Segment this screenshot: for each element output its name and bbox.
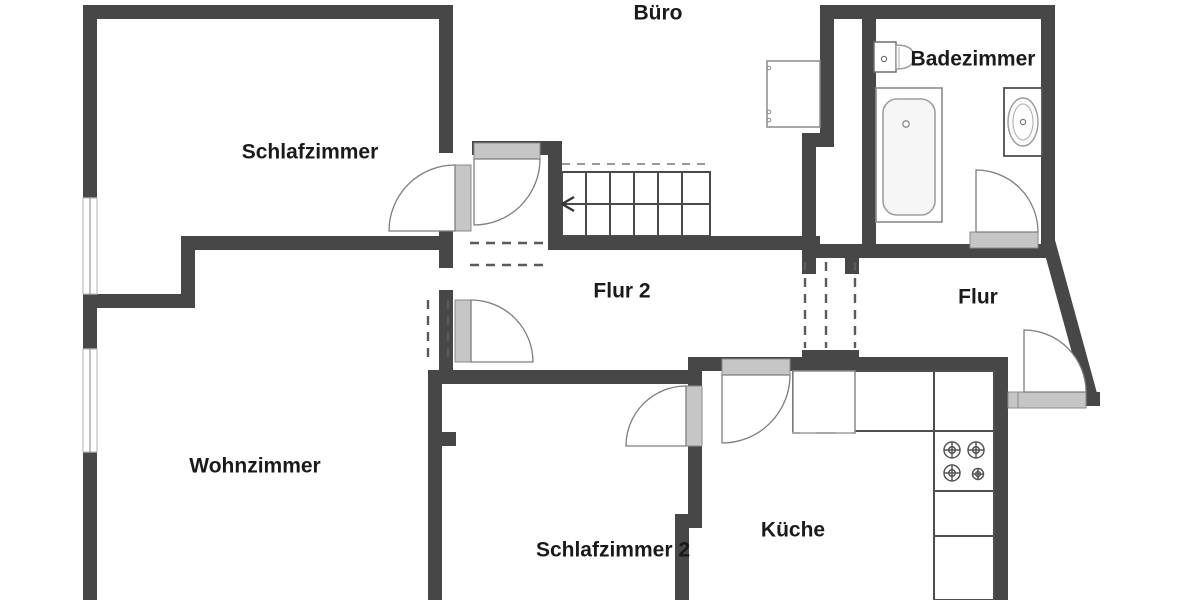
doors-group xyxy=(388,142,1087,447)
bathtub-icon xyxy=(875,87,943,223)
room-label-kueche: Küche xyxy=(761,519,825,542)
wall-diagonal-flur xyxy=(1041,240,1100,404)
stove-icon xyxy=(933,430,995,492)
wall-flur2-top xyxy=(548,236,820,250)
staircase xyxy=(561,163,711,237)
door-badezimmer[interactable] xyxy=(969,169,1039,249)
wall-flur2-bottom-left xyxy=(428,370,702,384)
window-left-lower xyxy=(82,348,98,453)
wall-badezimmer-innerleft xyxy=(862,19,876,247)
wall-vertical-schlaf-lower2 xyxy=(439,290,453,370)
wall-flur2-top-left xyxy=(548,141,562,250)
wall-notch-bottom xyxy=(428,432,456,446)
door-kueche-flur[interactable] xyxy=(1007,391,1019,409)
wall-badezimmer-left-lower2 xyxy=(802,133,816,258)
wall-right-outer xyxy=(1041,5,1055,245)
room-labels-group: Büro Badezimmer Schlafzimmer Flur 2 Flur… xyxy=(189,2,1035,562)
wall-left-lower xyxy=(83,452,97,600)
toilet-icon xyxy=(873,41,915,73)
wall-top-left xyxy=(83,5,453,19)
room-label-wohnzimmer: Wohnzimmer xyxy=(189,455,320,478)
kitchen-unit-left xyxy=(792,370,856,434)
wall-flur-divider-right xyxy=(845,258,859,274)
wall-buero-top xyxy=(820,5,1055,19)
wall-schlafzimmer2-left xyxy=(428,370,442,600)
room-label-schlafzimmer2: Schlafzimmer 2 xyxy=(536,539,690,562)
window-left-upper xyxy=(82,197,98,295)
door-flur2-upper[interactable] xyxy=(473,142,541,226)
room-label-flur2: Flur 2 xyxy=(593,280,650,303)
bathroom-fixtures xyxy=(873,41,1043,223)
door-wohnzimmer[interactable] xyxy=(454,299,534,363)
wall-kueche-top-right xyxy=(800,357,1008,371)
wall-schlafzimmer-bottom xyxy=(181,236,453,250)
wall-notch-outer xyxy=(428,370,456,384)
cabinet-icon xyxy=(766,60,821,128)
wall-badezimmer-left xyxy=(820,5,834,133)
windows-group xyxy=(82,197,98,453)
door-schlafzimmer[interactable] xyxy=(388,164,472,232)
wall-vertical-schlafzimmer-right xyxy=(439,5,453,153)
room-label-flur: Flur xyxy=(958,286,998,309)
room-label-badezimmer: Badezimmer xyxy=(911,48,1036,71)
open-passages-group xyxy=(426,241,857,362)
walls-group xyxy=(83,5,1100,600)
door-kueche[interactable] xyxy=(721,358,791,444)
wall-step-left xyxy=(83,294,195,308)
room-label-buero: Büro xyxy=(634,2,683,25)
kitchen-fixtures xyxy=(792,370,995,600)
wall-step-vertical xyxy=(181,236,195,308)
wall-kueche-right xyxy=(994,357,1008,600)
wall-left-upper xyxy=(83,5,97,198)
door-schlafzimmer2[interactable] xyxy=(625,385,703,447)
washbasin-icon xyxy=(1003,87,1043,157)
door-flur-entrance[interactable] xyxy=(1017,329,1087,409)
wall-schlafzimmer2-right-lower2 xyxy=(675,514,689,600)
stair-direction-arrow xyxy=(561,196,575,212)
room-label-schlafzimmer: Schlafzimmer xyxy=(242,141,379,164)
